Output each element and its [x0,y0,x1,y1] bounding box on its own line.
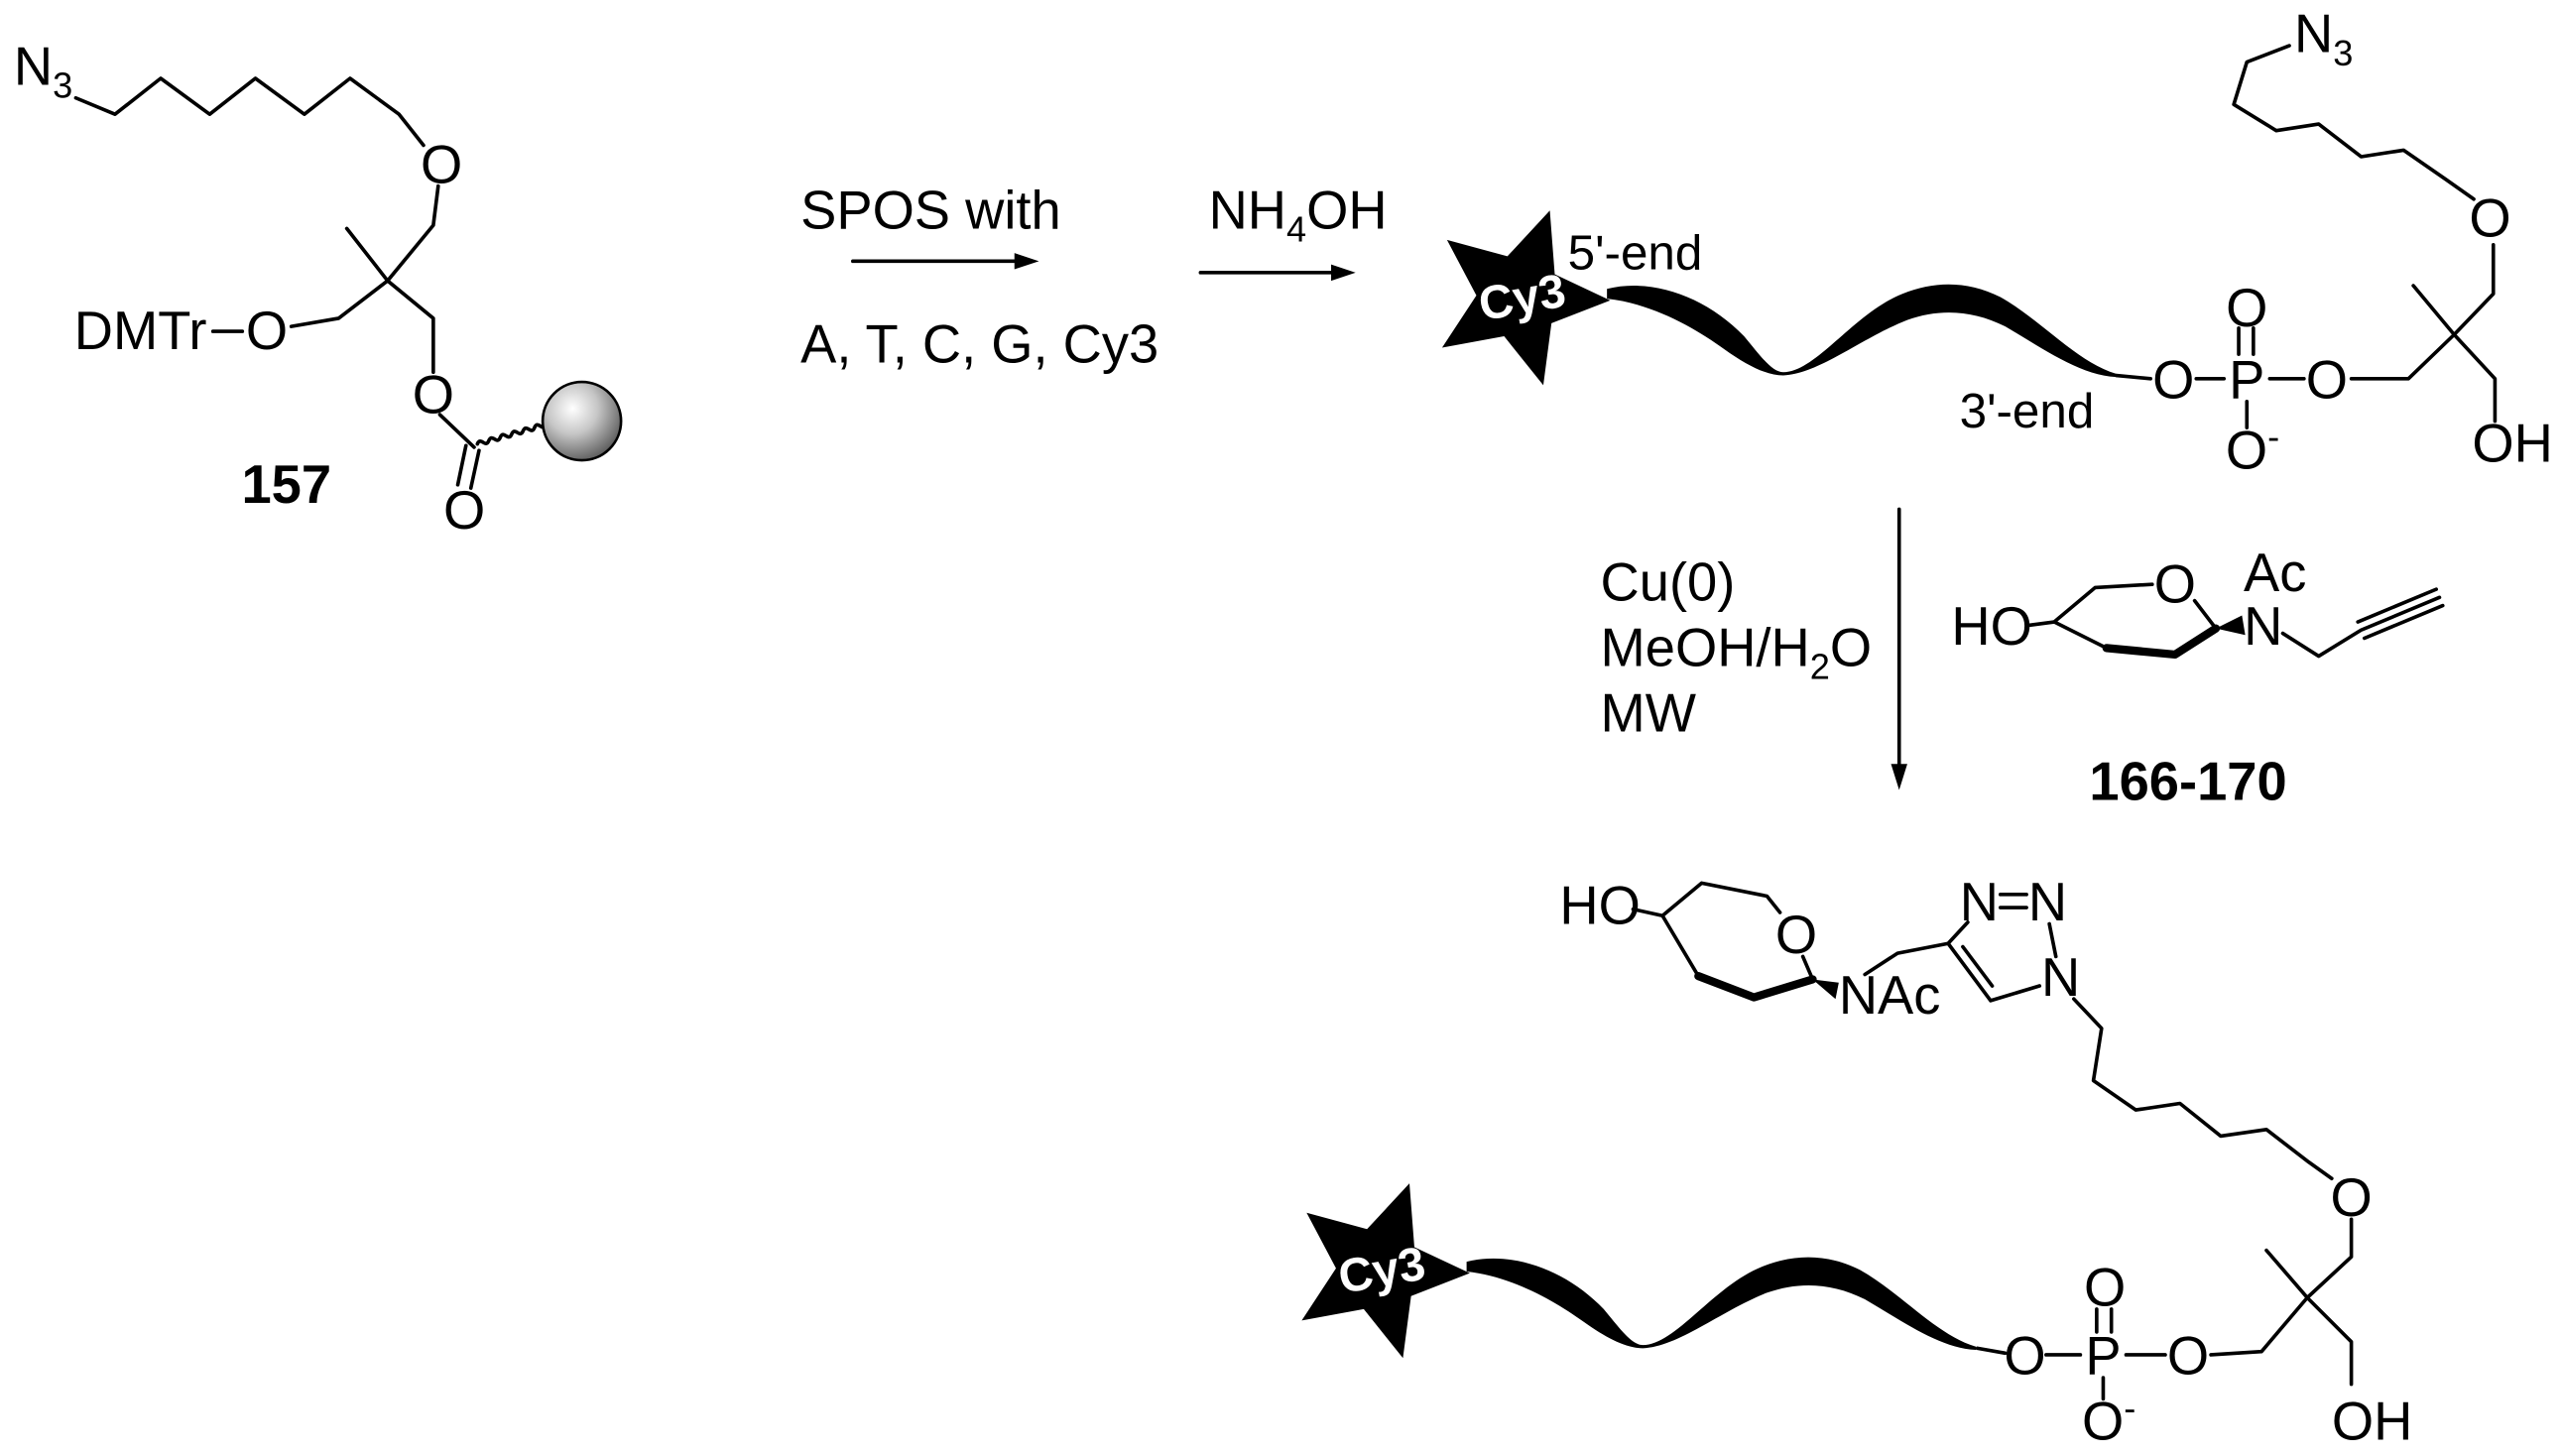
compound-label-157: 157 [241,454,331,515]
reagent-base: NH [1209,180,1286,240]
three-prime-end-label: 3'-end [1960,384,2095,438]
dmtr-protecting-group: DMTr [74,301,207,361]
azide-group: N3 [14,37,72,106]
azide-nitrogen: N [2294,4,2333,64]
chair-front-edge [1694,972,1817,1002]
ester-oxygen: O [413,364,454,425]
step-3-condition-line-3: MW [1601,682,1697,743]
phosphate-right-oxygen: O [2306,350,2348,411]
phosphate-anionic-oxygen: O- [2082,1388,2135,1452]
oligonucleotide-ribbon [1607,284,2117,378]
azide-subscript: 3 [2333,33,2353,73]
wedge-bond [1812,979,1839,1000]
step-2-arrow: NH4OH [1198,180,1388,282]
arrow-head [1014,253,1039,270]
ring-oxygen: O [1775,905,1817,965]
compound-label-166-170: 166-170 [2089,751,2286,811]
phosphate-double-bond-oxygen: O [2084,1258,2126,1318]
compound-157: N3 O DMTr O O O 157 [14,37,623,541]
arrow-head [1331,264,1356,282]
step-3-condition-line-1: Cu(0) [1601,552,1736,613]
phosphate-right-oxygen: O [2167,1326,2209,1387]
sugar-hydroxyl: HO [1559,875,1640,935]
phosphate-double-bond-oxygen: O [2226,278,2267,338]
acetyl-group: Ac [2244,543,2306,603]
negative-charge: - [2267,417,2279,457]
solid-support-bead [541,380,623,462]
ether-oxygen: O [421,134,462,194]
hydroxyl-group: OH [2472,414,2552,474]
azide-group: N3 [2294,4,2353,73]
phosphate-anionic-oxygen: O- [2226,417,2279,481]
dmtr-oxygen: O [246,301,288,361]
cy3-star-icon [1441,210,1611,386]
oligo-intermediate: Cy3 5'-end 3'-end O P O O- O O OH N3 [1441,4,2553,481]
azide-subscript: 3 [53,65,72,106]
wavy-linker-bond [475,423,549,446]
compound-157-bonds [73,76,481,490]
carbonyl-oxygen: O [443,480,485,541]
wedge-bond [2216,615,2246,636]
acetamide-group: NAc [1839,965,1941,1026]
hydroxyl-group: OH [2332,1392,2412,1452]
phosphate-left-oxygen: O [2152,350,2194,411]
sugar-hydroxyl: HO [1951,596,2031,657]
triazole-nitrogen-left: N [1960,872,1999,932]
ring-oxygen: O [2154,553,2196,614]
step-1-condition-line-2: A, T, C, G, Cy3 [800,313,1159,374]
amide-nitrogen: N [2244,596,2282,657]
step-1-condition-line-1: SPOS with [800,180,1061,240]
dye-oligo-unit: Cy3 [1301,1183,1977,1359]
ether-oxygen: O [2330,1167,2372,1228]
reagent-suffix: OH [1306,180,1387,240]
solvent-subscript: 2 [1810,647,1830,687]
conjugate-bonds [1631,881,2354,1401]
alkyne-bonds [2027,582,2445,659]
triazole-conjugate: Cy3 HO O NAc N N N O O P O O- O OH [1301,872,2412,1452]
arrow-head [1890,764,1907,790]
phosphate-left-oxygen: O [2004,1326,2045,1387]
alkyne-sugar-166-170: HO O N Ac 166-170 [1951,543,2445,811]
five-prime-end-label: 5'-end [1568,226,1703,281]
negative-charge: - [2124,1388,2135,1428]
reagent-subscript: 4 [1286,209,1306,250]
step-2-reagent: NH4OH [1209,180,1388,249]
intermediate-bonds [2114,44,2498,429]
step-1-arrow: SPOS with A, T, C, G, Cy3 [800,180,1159,374]
cy3-star-icon [1301,1183,1470,1359]
oligonucleotide-ribbon [1466,1257,1977,1351]
solvent-suffix: O [1830,617,1872,677]
phosphorus-atom: P [2085,1326,2121,1387]
phosphorus-atom: P [2229,350,2264,411]
anionic-oxygen-symbol: O [2226,420,2267,480]
anionic-oxygen-symbol: O [2082,1392,2124,1452]
triazole-nitrogen-right: N [2028,872,2067,932]
step-3-condition-line-2: MeOH/H2O [1601,617,1873,686]
azide-nitrogen: N [14,37,53,97]
triazole-nitrogen-bottom: N [2041,947,2080,1008]
step-3-arrow: Cu(0) MeOH/H2O MW [1601,507,1907,790]
chair-front-edge [2102,624,2221,660]
solvent-base: MeOH/H [1601,617,1810,677]
ether-oxygen: O [2469,188,2510,249]
